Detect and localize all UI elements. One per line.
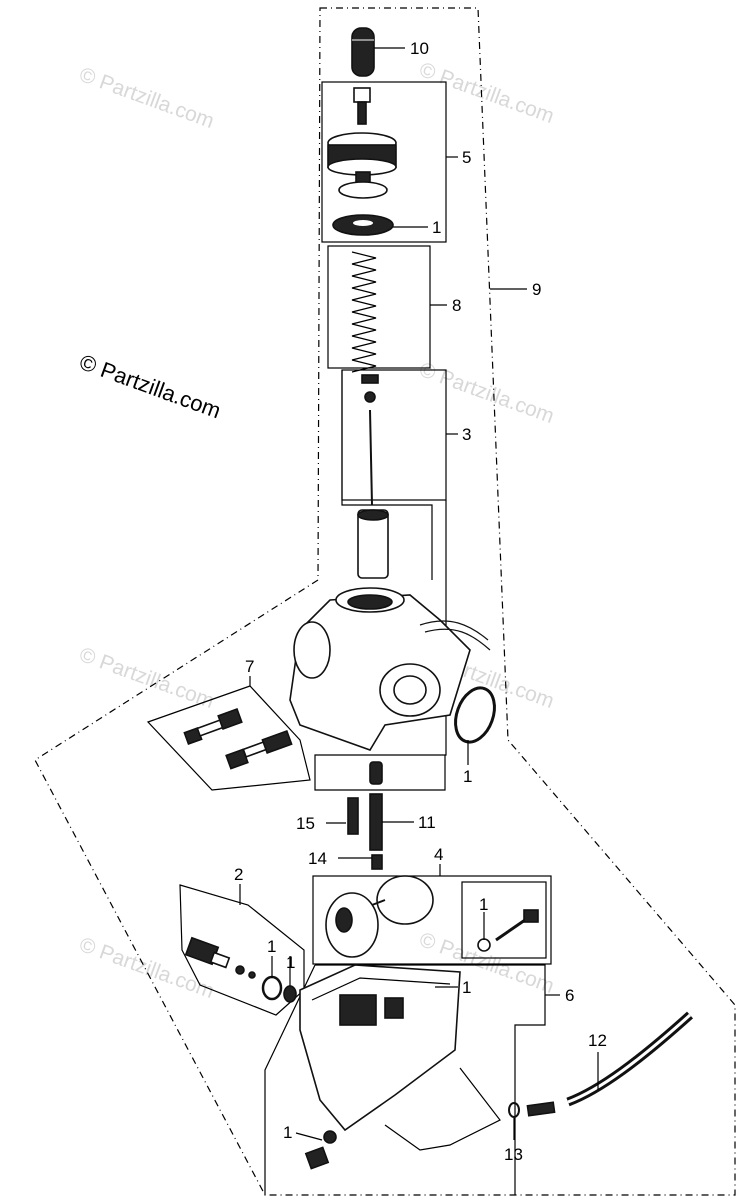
- callout-6: 6: [565, 986, 574, 1005]
- callout-14: 14: [308, 849, 327, 868]
- watermark-repeat: © Partzilla.com: [416, 58, 557, 128]
- overflow-tube-part: [566, 1011, 694, 1107]
- callout-11: 11: [418, 813, 436, 832]
- main-jet-part: [371, 854, 383, 870]
- bowl-wire-clip-part: [384, 1067, 501, 1151]
- needle-retainer-part: [364, 391, 376, 403]
- needle-clip-part: [361, 374, 379, 384]
- callout-10: 10: [410, 39, 429, 58]
- top-nut-part: [327, 132, 397, 176]
- watermark-main: © Partzilla.com: [76, 349, 224, 423]
- cable-boot-part: [351, 27, 375, 77]
- throttle-spring-part: [351, 251, 377, 373]
- throttle-slide-part: [357, 509, 389, 579]
- tube-clip-part: [508, 1102, 520, 1118]
- callout-1-float: 1: [479, 895, 488, 914]
- assembly-outline: [34, 7, 736, 1196]
- jet-o-ring-part: [261, 975, 283, 1001]
- jet-needle-part: [369, 409, 373, 506]
- group-box-6: [264, 964, 546, 1195]
- callout-1-bowl: 1: [462, 978, 471, 997]
- callout-15: 15: [296, 814, 315, 833]
- air-screw-part: [183, 707, 243, 746]
- carb-top-cap-part: [338, 171, 388, 199]
- callout-1-jet-b: 1: [286, 953, 295, 972]
- callout-4: 4: [434, 845, 443, 864]
- o-ring-part: [454, 686, 496, 744]
- callout-1-drain: 1: [283, 1123, 292, 1142]
- group-box-7: [146, 685, 311, 791]
- leader-lines: [239, 47, 599, 1141]
- choke-plunger-part: [184, 936, 256, 979]
- float-bowl-part: [299, 964, 461, 1132]
- pilot-jet-part: [347, 797, 359, 835]
- group-box-3: [341, 369, 447, 501]
- carb-body-part: [289, 587, 491, 751]
- jet-washer-part: [283, 985, 297, 1003]
- idle-screw-part: [225, 729, 293, 770]
- callout-5: 5: [462, 148, 471, 167]
- callout-9: 9: [532, 280, 541, 299]
- callout-1-jet-a: 1: [267, 937, 276, 956]
- group-box-4-inner: [461, 881, 547, 959]
- needle-jet-holder-part: [369, 761, 383, 785]
- watermark-repeat: © Partzilla.com: [76, 643, 217, 713]
- needle-jet-part: [369, 793, 383, 851]
- callout-12: 12: [588, 1031, 607, 1050]
- callout-1-top: 1: [432, 218, 441, 237]
- callout-3: 3: [462, 425, 471, 444]
- watermark-repeat: © Partzilla.com: [76, 63, 217, 133]
- callout-13: 13: [504, 1145, 523, 1164]
- callout-2: 2: [234, 865, 243, 884]
- callout-7: 7: [245, 657, 254, 676]
- float-part: [325, 875, 434, 958]
- tube-fitting-part: [526, 1101, 556, 1117]
- callout-1-oring: 1: [463, 767, 472, 786]
- watermark-repeat: © Partzilla.com: [416, 358, 557, 428]
- group-box-4: [312, 875, 552, 965]
- callout-8: 8: [452, 296, 461, 315]
- group-box-8: [327, 245, 431, 369]
- group-box-5: [321, 81, 447, 243]
- float-valve-part: [477, 909, 539, 952]
- cable-adjuster-part: [353, 87, 371, 125]
- drain-screw-part: [304, 1130, 337, 1170]
